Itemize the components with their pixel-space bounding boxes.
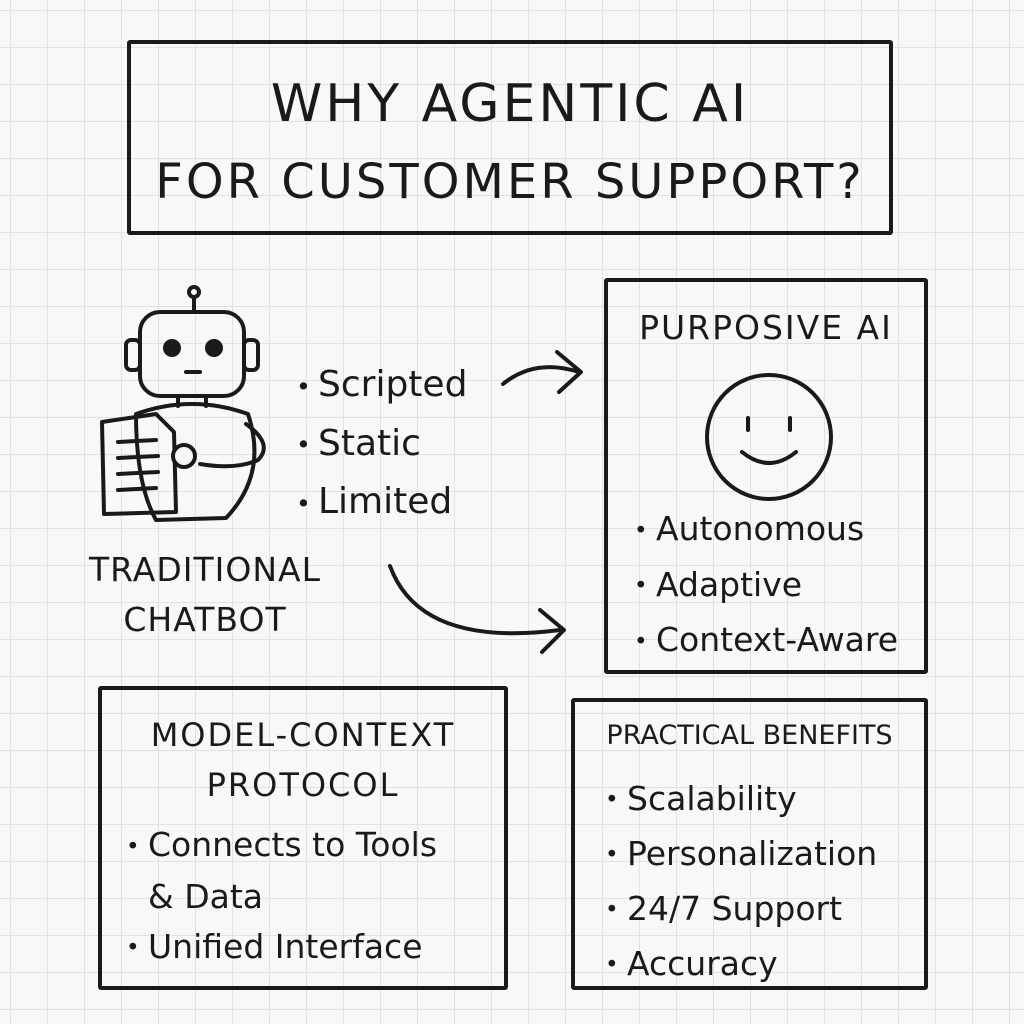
benefit-item: Personalization xyxy=(605,827,877,882)
title-line-1: WHY AGENTIC AI xyxy=(270,74,750,134)
robot-holding-document-icon xyxy=(100,285,266,522)
traditional-chatbot-label: TRADITIONAL CHATBOT xyxy=(75,545,335,645)
practical-benefits-title: PRACTICAL BENEFITS xyxy=(606,720,893,751)
arrow-right-lower-icon xyxy=(388,564,566,654)
traditional-chatbot-label-line1: TRADITIONAL xyxy=(89,550,321,589)
arrow-right-upper-icon xyxy=(501,350,583,394)
model-context-protocol-box: MODEL-CONTEXT PROTOCOL Connects to Tools… xyxy=(98,686,508,990)
benefit-item: Scalability xyxy=(605,772,877,827)
title-box: WHY AGENTIC AI FOR CUSTOMER SUPPORT? xyxy=(127,40,893,235)
mcp-title-line2: PROTOCOL xyxy=(206,766,400,804)
traditional-chatbot-label-line2: CHATBOT xyxy=(123,600,287,639)
chatbot-trait: Scripted xyxy=(296,356,467,415)
chatbot-traits-list: Scripted Static Limited xyxy=(296,356,467,532)
mcp-item: Connects to Tools xyxy=(126,820,437,872)
purposive-ai-trait: Autonomous xyxy=(634,502,898,558)
chatbot-trait: Limited xyxy=(296,473,467,532)
purposive-ai-title: PURPOSIVE AI xyxy=(639,308,893,347)
purposive-ai-trait: Context-Aware xyxy=(634,613,898,669)
smiley-face-icon xyxy=(705,373,833,501)
purposive-ai-traits-list: Autonomous Adaptive Context-Aware xyxy=(634,502,898,669)
mcp-item-continuation: & Data xyxy=(148,876,264,916)
practical-benefits-list: Scalability Personalization 24/7 Support… xyxy=(605,772,877,992)
benefit-item: Accuracy xyxy=(605,937,877,992)
purposive-ai-box: PURPOSIVE AI Autonomous Adaptive Context… xyxy=(604,278,928,674)
mcp-item: Unified Interface xyxy=(126,922,437,974)
mcp-items-list: Connects to Tools & Data Unified Interfa… xyxy=(126,820,437,973)
practical-benefits-box: PRACTICAL BENEFITS Scalability Personali… xyxy=(571,698,928,990)
model-context-protocol-title: MODEL-CONTEXT PROTOCOL xyxy=(102,710,504,810)
purposive-ai-trait: Adaptive xyxy=(634,558,898,614)
benefit-item: 24/7 Support xyxy=(605,882,877,937)
chatbot-trait: Static xyxy=(296,415,467,474)
title-line-2: FOR CUSTOMER SUPPORT? xyxy=(155,154,865,210)
mcp-title-line1: MODEL-CONTEXT xyxy=(150,716,456,754)
